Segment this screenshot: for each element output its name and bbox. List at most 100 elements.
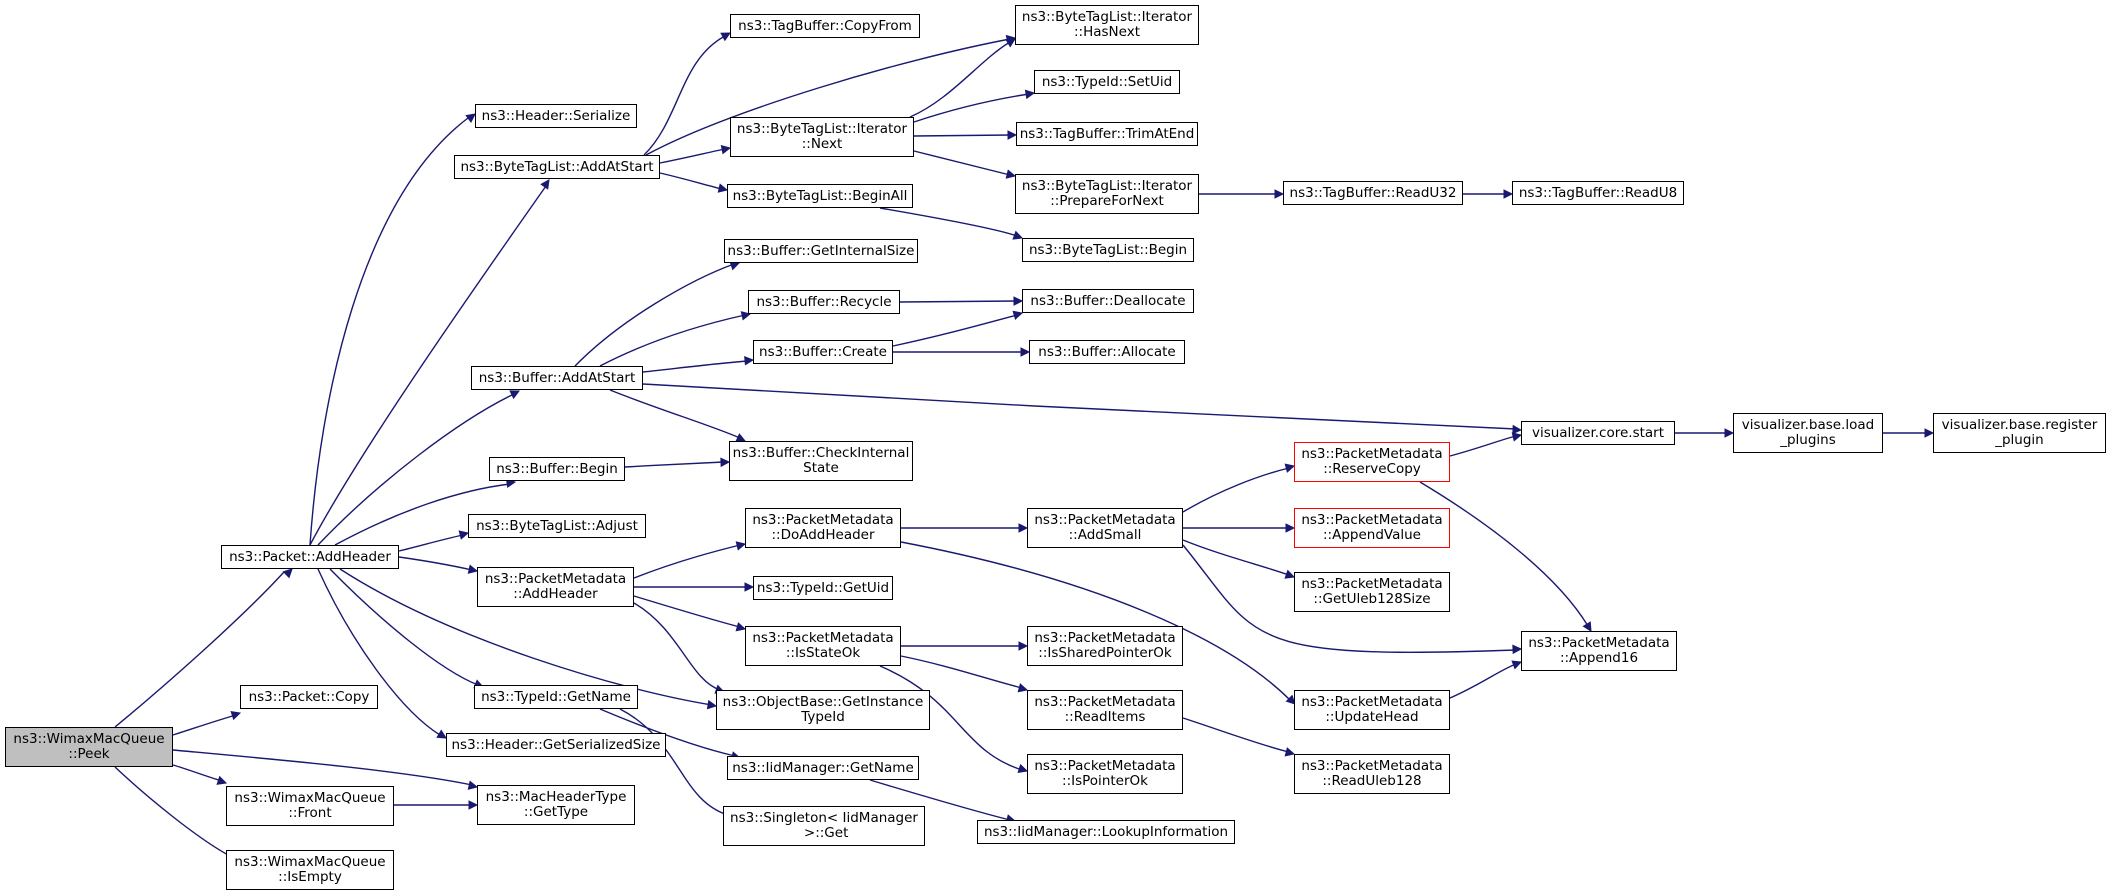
- edge-readitems-readuleb128: [1182, 717, 1290, 753]
- edge-next-setuid: [913, 93, 1030, 123]
- arrowhead-addheader-serialize: [465, 113, 476, 123]
- edge-addheader-getsersize: [317, 568, 441, 736]
- node-typeid-getuid[interactable]: ns3::TypeId::GetUid: [753, 576, 893, 600]
- node-packet-copy[interactable]: ns3::Packet::Copy: [240, 685, 378, 709]
- node-header-getserializedsize[interactable]: ns3::Header::GetSerializedSize: [446, 733, 666, 757]
- arrowhead-isstateok-isshared: [1018, 641, 1029, 651]
- node-header-serialize[interactable]: ns3::Header::Serialize: [475, 104, 637, 128]
- node-wimaxmacqueue-front[interactable]: ns3::WimaxMacQueue ::Front: [226, 786, 394, 826]
- edge-doaddheader-updatehead: [900, 541, 1291, 701]
- arrowhead-peek-copy: [230, 711, 242, 721]
- node-typeid-setuid[interactable]: ns3::TypeId::SetUid: [1034, 70, 1180, 94]
- arrowhead-create-allocate: [1020, 347, 1031, 357]
- node-packetmetadata-issharedpointerok[interactable]: ns3::PacketMetadata ::IsSharedPointerOk: [1027, 626, 1183, 666]
- edge-btl-beginall: [659, 172, 723, 190]
- node-packetmetadata-isstateok[interactable]: ns3::PacketMetadata ::IsStateOk: [745, 626, 901, 666]
- edge-addheader-btladdatstart: [309, 185, 547, 546]
- arrowhead-btl-next: [720, 144, 732, 155]
- node-buffer-checkinternalstate[interactable]: ns3::Buffer::CheckInternal State: [729, 441, 913, 481]
- node-iterator-next[interactable]: ns3::ByteTagList::Iterator ::Next: [730, 117, 914, 157]
- node-packetmetadata-ispointerok[interactable]: ns3::PacketMetadata ::IsPointerOk: [1027, 754, 1183, 794]
- arrowhead-next-trimatend: [1007, 130, 1018, 140]
- node-buffer-allocate[interactable]: ns3::Buffer::Allocate: [1029, 340, 1185, 364]
- node-buffer-create[interactable]: ns3::Buffer::Create: [753, 340, 893, 364]
- arrowhead-front-macgettype: [468, 800, 479, 810]
- edge-peek-isempty: [114, 766, 231, 857]
- node-packetmetadata-append16[interactable]: ns3::PacketMetadata ::Append16: [1521, 631, 1677, 671]
- edge-bufbegin-checkint: [624, 461, 725, 468]
- arrowhead-addheader-pmaddheader: [467, 564, 479, 574]
- arrowhead-peek-macgettype: [467, 780, 479, 790]
- node-buffer-addatstart[interactable]: ns3::Buffer::AddAtStart: [471, 366, 643, 390]
- node-packetmetadata-updatehead[interactable]: ns3::PacketMetadata ::UpdateHead: [1294, 690, 1450, 730]
- edge-beginall-btlbegin: [879, 207, 1018, 237]
- edge-addheader-pmaddheader: [398, 556, 473, 571]
- node-wimaxmacqueue-isempty[interactable]: ns3::WimaxMacQueue ::IsEmpty: [226, 850, 394, 890]
- node-iterator-preparefornext[interactable]: ns3::ByteTagList::Iterator ::PrepareForN…: [1015, 174, 1199, 214]
- node-iterator-hasnext[interactable]: ns3::ByteTagList::Iterator ::HasNext: [1015, 5, 1199, 45]
- node-bytetaglist-adjust[interactable]: ns3::ByteTagList::Adjust: [468, 514, 646, 538]
- edge-addheader-bufbegin: [334, 483, 511, 546]
- arrowhead-addsmall-uleb128size: [1284, 569, 1296, 579]
- node-macheadertype-gettype[interactable]: ns3::MacHeaderType ::GetType: [477, 785, 635, 825]
- node-packetmetadata-addsmall[interactable]: ns3::PacketMetadata ::AddSmall: [1027, 508, 1183, 548]
- node-buffer-getinternalsize[interactable]: ns3::Buffer::GetInternalSize: [724, 239, 918, 263]
- edge-pmaddheader-isstateok: [633, 595, 741, 628]
- node-packet-addheader[interactable]: ns3::Packet::AddHeader: [221, 545, 399, 569]
- node-tagbuffer-readu32[interactable]: ns3::TagBuffer::ReadU32: [1283, 181, 1463, 205]
- arrowhead-addsmall-reservecopy: [1284, 463, 1296, 473]
- arrowhead-readu32-readu8: [1503, 189, 1514, 199]
- arrowhead-btl-beginall: [717, 183, 729, 193]
- node-singleton-iidmanager-get[interactable]: ns3::Singleton< IidManager >::Get: [723, 806, 925, 846]
- node-bytetaglist-begin[interactable]: ns3::ByteTagList::Begin: [1022, 238, 1194, 262]
- arrowhead-pmaddheader-isstateok: [735, 622, 747, 632]
- node-packetmetadata-getuleb128size[interactable]: ns3::PacketMetadata ::GetUleb128Size: [1294, 572, 1450, 612]
- node-iidmanager-getname[interactable]: ns3::IidManager::GetName: [727, 756, 919, 780]
- node-buffer-begin[interactable]: ns3::Buffer::Begin: [489, 457, 625, 481]
- node-objectbase-getinstancetypeid[interactable]: ns3::ObjectBase::GetInstance TypeId: [716, 690, 930, 730]
- node-visualizer-base-register-plugin[interactable]: visualizer.base.register _plugin: [1933, 413, 2106, 453]
- arrowhead-bufaddatstart-recycle: [740, 311, 752, 321]
- node-packetmetadata-appendvalue[interactable]: ns3::PacketMetadata ::AppendValue: [1294, 508, 1450, 548]
- edge-peek-macgettype: [172, 749, 473, 786]
- arrowhead-beginall-btlbegin: [1012, 230, 1024, 240]
- node-visualizer-core-start[interactable]: visualizer.core.start: [1521, 421, 1675, 445]
- arrowhead-next-prepnext: [1005, 169, 1017, 179]
- edge-typegetname-iidgetname: [599, 708, 736, 757]
- node-bytetaglist-addatstart[interactable]: ns3::ByteTagList::AddAtStart: [454, 155, 660, 179]
- node-packetmetadata-readitems[interactable]: ns3::PacketMetadata ::ReadItems: [1027, 690, 1183, 730]
- node-buffer-deallocate[interactable]: ns3::Buffer::Deallocate: [1022, 289, 1194, 313]
- node-tagbuffer-trimatend[interactable]: ns3::TagBuffer::TrimAtEnd: [1016, 122, 1198, 146]
- edge-addheader-bufaddatstart: [317, 393, 515, 546]
- arrowhead-isstateok-readitems: [1017, 683, 1029, 693]
- edge-next-hasnext: [909, 41, 1011, 118]
- node-buffer-recycle[interactable]: ns3::Buffer::Recycle: [748, 290, 900, 314]
- edge-isstateok-isptrok: [879, 665, 1023, 771]
- arrowhead-isstateok-isptrok: [1017, 763, 1029, 774]
- node-bytetaglist-beginall[interactable]: ns3::ByteTagList::BeginAll: [727, 184, 913, 208]
- edge-bufaddatstart-checkint: [609, 389, 741, 439]
- arrowhead-next-setuid: [1024, 89, 1036, 100]
- arrowhead-readitems-readuleb128: [1284, 747, 1296, 757]
- node-packetmetadata-readuleb128[interactable]: ns3::PacketMetadata ::ReadUleb128: [1294, 754, 1450, 794]
- node-packetmetadata-reservecopy[interactable]: ns3::PacketMetadata ::ReserveCopy: [1294, 442, 1450, 482]
- node-tagbuffer-readu8[interactable]: ns3::TagBuffer::ReadU8: [1512, 181, 1684, 205]
- arrowhead-addsmall-appendvalue: [1285, 523, 1296, 533]
- edge-bufaddatstart-vizstart: [642, 383, 1517, 430]
- node-packetmetadata-doaddheader[interactable]: ns3::PacketMetadata ::DoAddHeader: [745, 508, 901, 548]
- edge-btl-next: [659, 148, 726, 164]
- node-packetmetadata-addheader[interactable]: ns3::PacketMetadata ::AddHeader: [477, 567, 634, 607]
- arrowhead-prepnext-readu32: [1274, 189, 1285, 199]
- node-visualizer-base-load-plugins[interactable]: visualizer.base.load _plugins: [1733, 413, 1883, 453]
- edge-addheader-typegetname: [329, 568, 479, 686]
- edge-create-deallocate: [892, 314, 1018, 347]
- edge-pmaddheader-doaddheader: [633, 544, 741, 579]
- arrowhead-reservecopy-vizstart: [1511, 432, 1523, 442]
- arrowhead-vizload-vizreg: [1924, 428, 1935, 438]
- node-iidmanager-lookupinformation[interactable]: ns3::IidManager::LookupInformation: [977, 820, 1235, 844]
- edge-next-trimatend: [913, 134, 1012, 137]
- node-tagbuffer-copyfrom[interactable]: ns3::TagBuffer::CopyFrom: [730, 14, 920, 38]
- arrowhead-addheader-getsersize: [436, 729, 447, 739]
- node-typeid-getname[interactable]: ns3::TypeId::GetName: [474, 685, 638, 709]
